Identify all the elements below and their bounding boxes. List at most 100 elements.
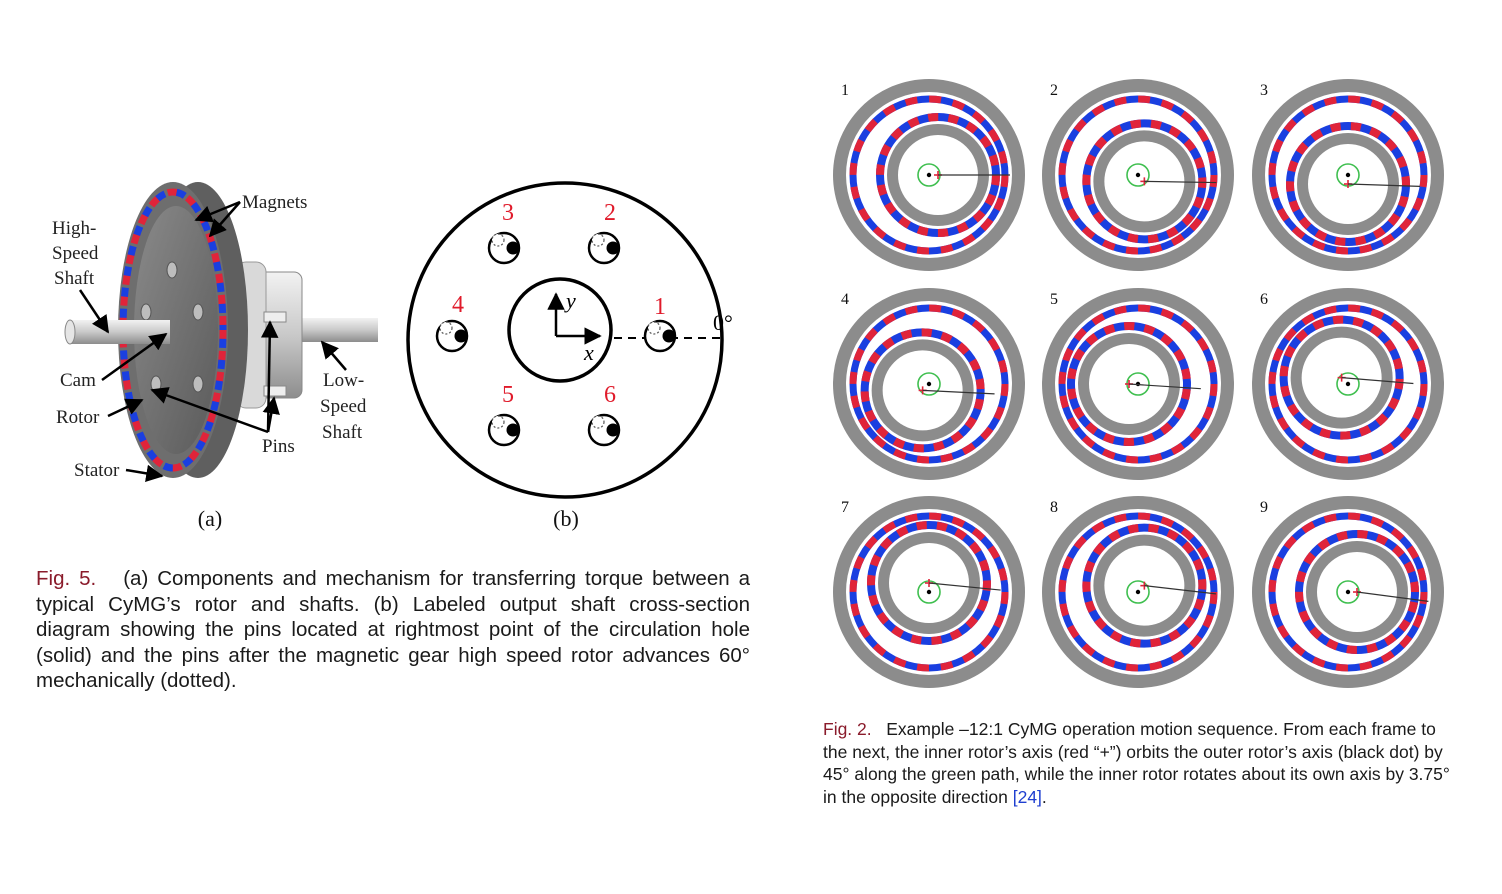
pin-hole-3 [487,231,521,265]
pin-lower [263,385,287,397]
orbit-path [917,372,941,396]
inner-rotor [1082,523,1207,648]
frame-label: 5 [1050,291,1058,308]
frame-label: 4 [841,291,849,308]
frame-6: 6 [1252,288,1444,480]
inner-rotor [1082,119,1207,244]
label-magnets: Magnets [242,192,307,213]
reference-line [1347,183,1420,187]
pin-hole-5 [487,413,521,447]
frame-label: 8 [1050,499,1058,516]
central-hole [507,277,613,383]
inner-rotor [867,521,991,645]
pin-label-1: 1 [654,294,666,320]
pin-solid [662,329,676,343]
label-speed: Speed [52,243,99,264]
frame-1: 1 [833,79,1025,271]
pin-hole-4 [435,319,469,353]
pin-dotted [491,415,505,429]
outer-axis-dot [1135,172,1141,178]
fig2-caption: Fig. 2. Example –12:1 CyMG operation mot… [823,718,1457,808]
pin-hole-2 [587,231,621,265]
label-pins: Pins [262,436,295,457]
reference-line [1128,383,1201,390]
orbit-path [1126,580,1150,604]
pin-solid [454,329,468,343]
pin-hole-6 [587,413,621,447]
label-high: High- [52,218,96,239]
frame-3: 3 [1252,79,1444,271]
pin-dotted [439,321,453,335]
pin-label-6: 6 [604,382,616,408]
outer-axis-dot [1345,381,1351,387]
pin-hole-1 [643,319,677,353]
label-low-speed: Speed [320,396,367,417]
fig2-number: Fig. 2. [823,719,872,739]
orbit-path [1336,372,1360,396]
pin-dotted [647,321,661,335]
fig2-caption-end: . [1041,786,1047,807]
pin-dotted [591,233,605,247]
outer-axis-dot [926,172,932,178]
label-low-shaft: Shaft [322,422,363,443]
frame-2: 2 [1042,79,1234,271]
pin-solid [506,241,520,255]
pin-solid [506,423,520,437]
pin-dotted [591,415,605,429]
reference-line [1144,585,1216,595]
frame-label: 9 [1260,499,1268,516]
outer-axis-dot [926,381,932,387]
fig5a-arrows [78,200,347,483]
frame-label: 7 [841,499,849,516]
outer-axis-dot [1135,589,1141,595]
low-speed-shaft [300,318,378,342]
frame-label: 3 [1260,82,1268,99]
citation-link[interactable]: [24] [1012,786,1042,807]
frame-label: 2 [1050,82,1058,99]
pin-upper [263,311,287,323]
pin-dotted [491,233,505,247]
pin-label-2: 2 [604,200,616,226]
fig5-caption-text: (a) Components and mechanism for transfe… [36,567,751,692]
reference-line [1341,377,1414,385]
pin-label-5: 5 [502,382,514,408]
outer-axis-dot [1345,172,1351,178]
fig5a-labels: Magnets High- Speed Shaft Cam Rotor Stat… [52,192,367,481]
inner-rotor [1286,122,1410,246]
inner-rotor [1295,530,1419,654]
fig5-caption: Fig. 5. (a) Components and mechanism for… [36,566,750,694]
x-axis-label: x [583,340,594,365]
reference-line [1356,591,1429,602]
inner-rotor [860,328,985,453]
label-stator: Stator [74,460,120,481]
pin-solid [606,423,620,437]
frame-label: 1 [841,82,849,99]
reference-line [928,582,1001,591]
frame-label: 6 [1260,291,1268,308]
inner-rotor [1279,315,1404,440]
inner-rotor [1067,322,1191,446]
y-axis-label: y [564,288,576,313]
fig5-number: Fig. 5. [36,567,97,590]
fig5b-tag: (b) [553,506,579,531]
fig2-motion-sequence: 1 2 3 4 5 6 7 8 9 [833,79,1444,688]
frame-5: 5 [1042,288,1234,480]
zero-degree-label: 0° [713,310,733,335]
output-shaft-outline [406,181,724,499]
outer-axis-dot [926,589,932,595]
label-shaft: Shaft [54,268,95,289]
outer-axis-dot [1345,589,1351,595]
label-cam: Cam [60,370,96,391]
fig5a-tag: (a) [198,506,222,531]
reference-line [1144,180,1217,184]
reference-line [922,389,995,395]
label-low: Low- [323,370,364,391]
pin-solid [606,241,620,255]
frame-7: 7 [833,496,1025,688]
fig5a-rotor-diagram: Magnets High- Speed Shaft Cam Rotor Stat… [52,182,378,531]
label-rotor: Rotor [56,407,100,428]
fig2-caption-text: Example –12:1 CyMG operation motion sequ… [823,719,1450,807]
